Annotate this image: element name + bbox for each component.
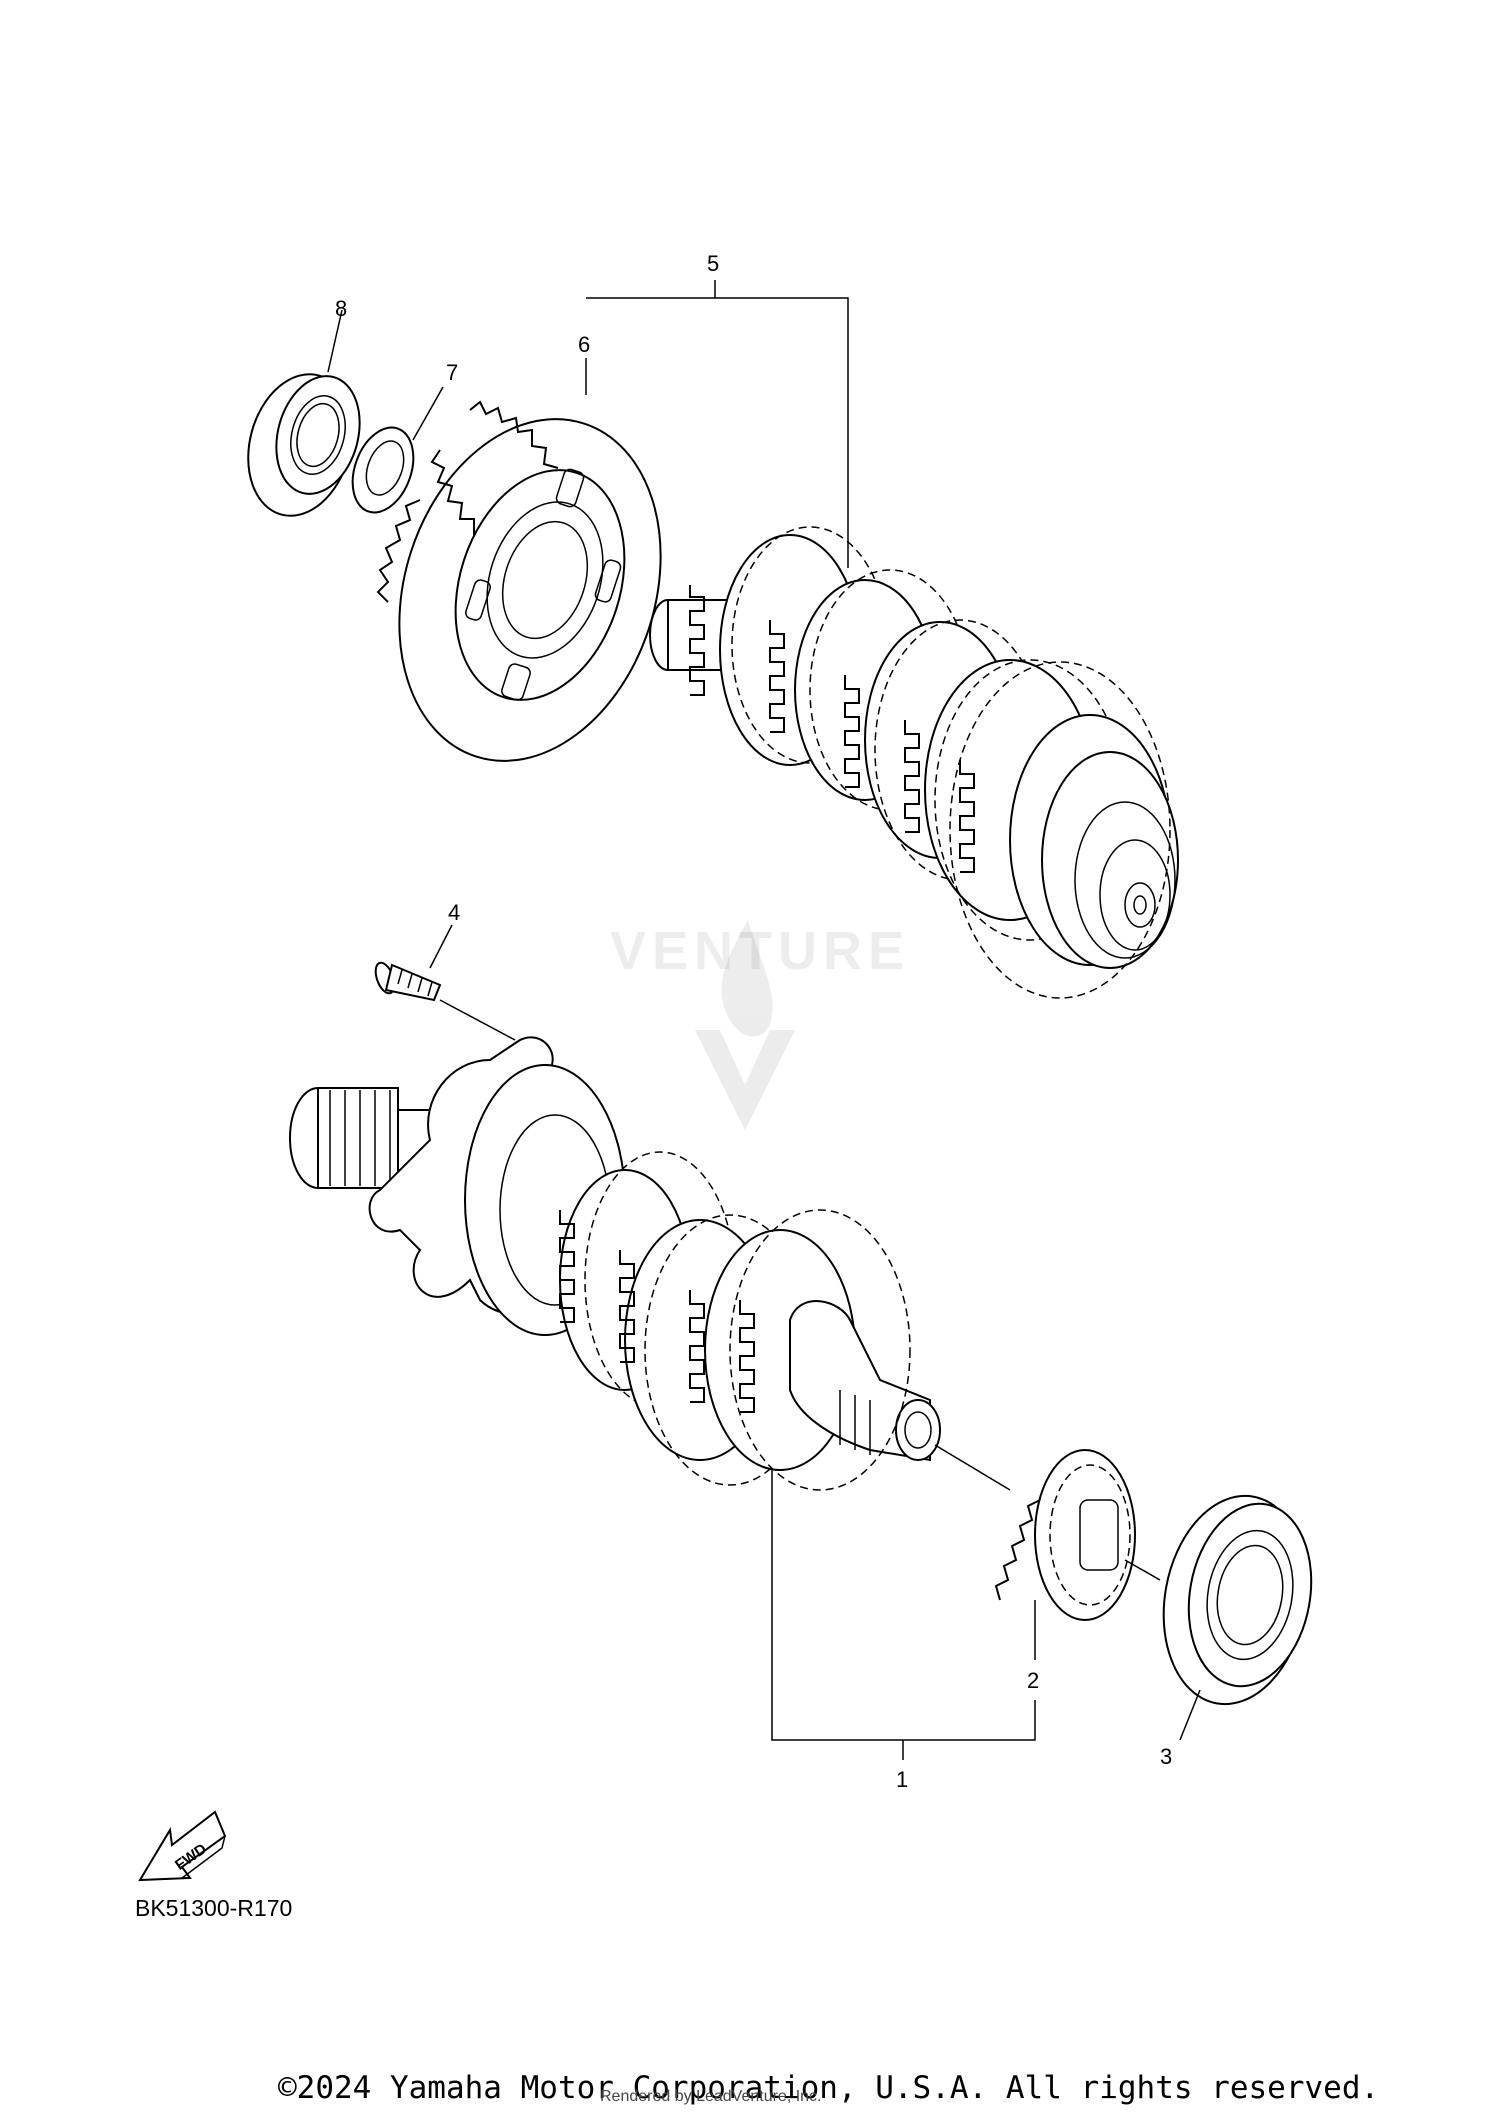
callout-5: 5 <box>707 251 719 276</box>
part-7-washer <box>351 426 415 514</box>
diagram-code: BK51300-R170 <box>135 1895 293 1921</box>
part-6-gear <box>376 400 662 762</box>
part-5-shaft-assembly <box>649 526 1179 999</box>
fwd-arrow-icon: FWD <box>138 1810 227 1882</box>
callout-3: 3 <box>1160 1744 1172 1769</box>
watermark-text: VENTURE <box>610 921 911 981</box>
part-4-screw <box>374 961 442 1002</box>
callout-2: 2 <box>1027 1668 1039 1693</box>
callout-4: 4 <box>448 900 460 925</box>
callout-7: 7 <box>446 360 458 385</box>
part-2-gear <box>994 1449 1136 1621</box>
copyright-notice: ©2024 Yamaha Motor Corporation, U.S.A. A… <box>278 2070 1380 2106</box>
rendered-by-note: Rendered by LeadVenture, Inc. <box>600 2088 822 2105</box>
part-3-bearing <box>1162 1494 1313 1706</box>
part-8-bearing <box>247 373 361 517</box>
watermark-logo <box>695 920 795 1130</box>
callout-1: 1 <box>896 1767 908 1792</box>
part-1-main-axle-assembly <box>289 1036 941 1491</box>
callout-6: 6 <box>578 332 590 357</box>
callout-8: 8 <box>335 296 347 321</box>
